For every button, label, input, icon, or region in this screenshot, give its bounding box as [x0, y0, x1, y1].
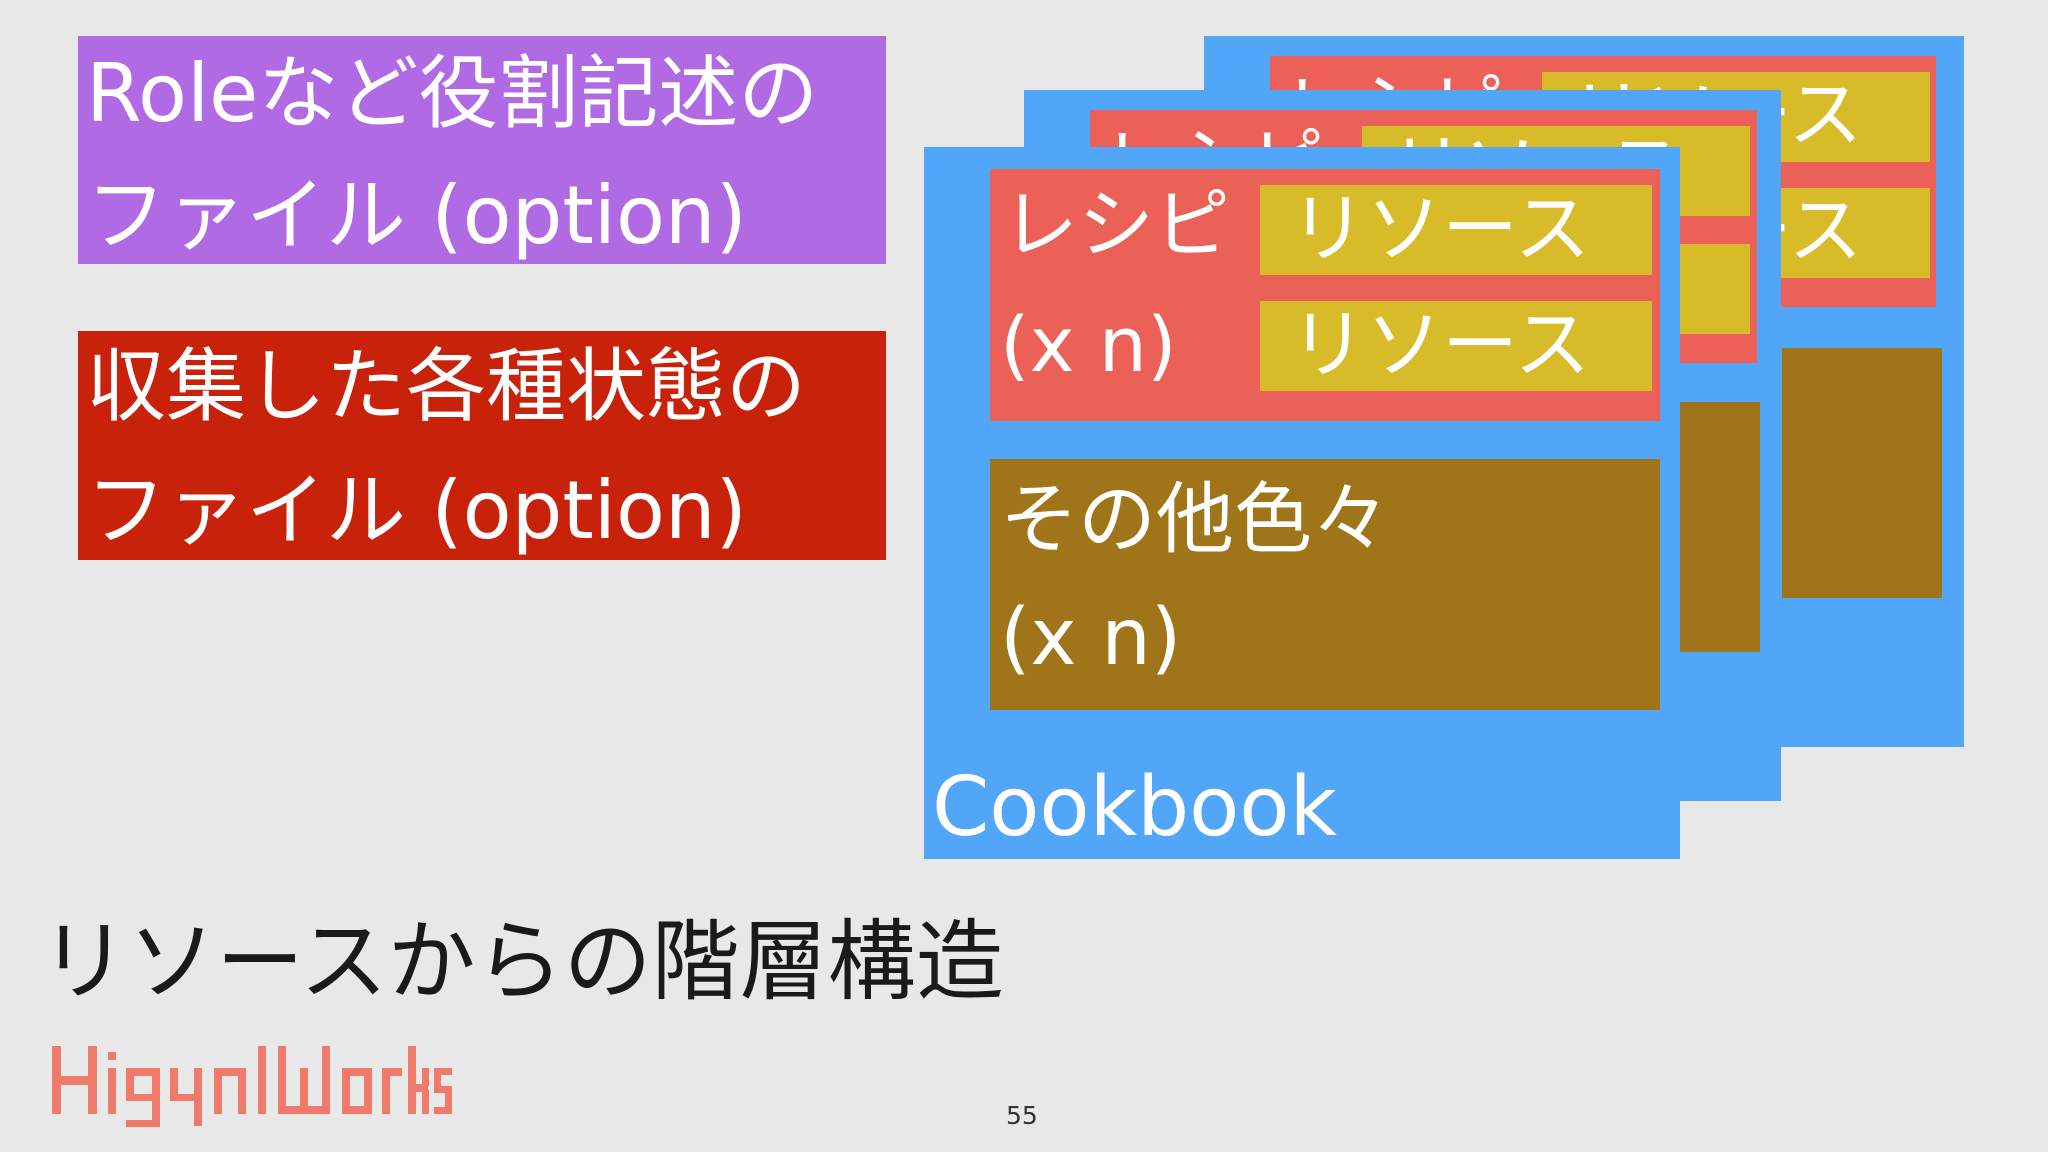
- other-label: その他色々: [1000, 475, 1391, 565]
- recipe-label: レシピ: [1002, 180, 1230, 269]
- recipe-block: レシピ (x n) リソース リソース: [990, 169, 1660, 421]
- slide-heading: リソースからの階層構造: [40, 910, 1004, 1013]
- resource-block: リソース: [1260, 185, 1652, 275]
- resource-block: リソース: [1260, 301, 1652, 391]
- other-count: (x n): [1000, 593, 1182, 683]
- higura-works-logo: [52, 1046, 452, 1127]
- other-block: [1782, 348, 1942, 598]
- resource-label: リソース: [1290, 301, 1591, 389]
- role-files-line2: ファイル (option): [86, 169, 747, 262]
- page-number: 55: [1006, 1101, 1038, 1130]
- role-files-box: Roleなど役割記述の ファイル (option): [78, 36, 886, 264]
- other-block: その他色々 (x n): [990, 459, 1660, 710]
- state-files-box: 収集した各種状態の ファイル (option): [78, 331, 886, 560]
- state-files-line2: ファイル (option): [86, 464, 747, 557]
- recipe-count: (x n): [1000, 300, 1177, 389]
- cookbook-card-front: レシピ (x n) リソース リソース その他色々 (x n) Cookbook: [924, 147, 1680, 859]
- resource-label: リソース: [1290, 185, 1591, 273]
- cookbook-label: Cookbook: [932, 760, 1337, 855]
- state-files-line1: 収集した各種状態の: [86, 340, 806, 433]
- role-files-line1: Roleなど役割記述の: [86, 47, 819, 140]
